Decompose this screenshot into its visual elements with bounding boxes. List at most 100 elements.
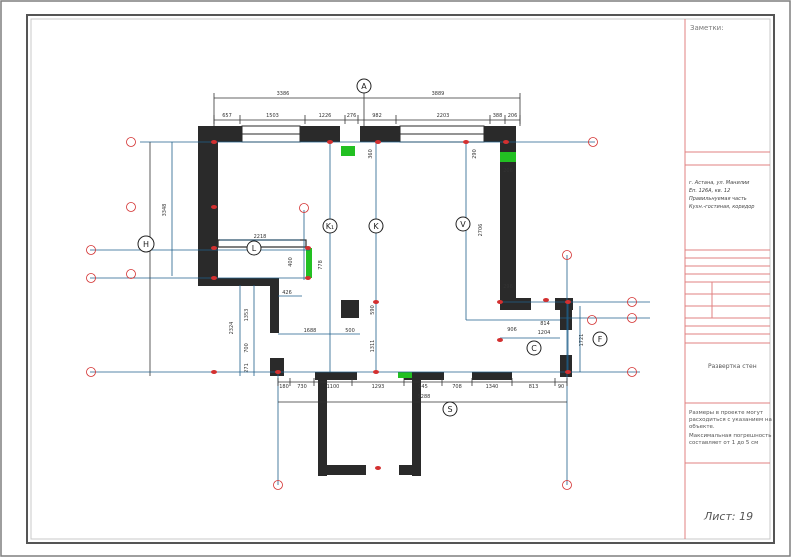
- axis-circle-c: [526, 340, 542, 356]
- node-marker: [211, 370, 217, 374]
- dim-inner-2218: 2218: [254, 234, 267, 240]
- node-marker: [305, 246, 311, 250]
- dim-v-590: 590: [370, 305, 376, 315]
- accent-marks: [306, 146, 516, 378]
- address-block: г. Астана, ул. Манилии Еп. 126А, кв. 12 …: [689, 180, 754, 210]
- remarks: Размеры в проекте могут расходиться с ук…: [689, 410, 772, 446]
- axis-label-l: L: [252, 244, 257, 253]
- node-marker: [503, 140, 509, 144]
- axis-label-f: F: [598, 335, 603, 344]
- node-marker: [275, 370, 281, 374]
- node-marker: [497, 300, 503, 304]
- axis-label-k1: K₁: [326, 222, 334, 231]
- dim-h-906: 906: [507, 327, 517, 333]
- dim-left-vertical: 3348: [162, 204, 168, 217]
- axis-marker: [126, 269, 136, 279]
- dim-h-426: 426: [282, 290, 292, 296]
- notes-label: Заметки:: [690, 24, 724, 32]
- node-marker: [565, 370, 571, 374]
- dim-top-2: 1226: [319, 113, 332, 119]
- remark-4: Максимальная погрешность: [689, 433, 772, 439]
- node-marker: [211, 205, 217, 209]
- axis-marker: [86, 245, 96, 255]
- node-marker: [211, 276, 217, 280]
- dim-v-400: 400: [288, 257, 294, 267]
- node-marker: [211, 246, 217, 250]
- axis-circle-f: [592, 331, 608, 347]
- dim-bottom-5: 708: [452, 384, 462, 390]
- remark-5: составляет от 1 до 5 см: [689, 440, 758, 446]
- axis-marker: [86, 273, 96, 283]
- node-marker: [543, 298, 549, 302]
- dim-h-1688: 1688: [304, 328, 317, 334]
- dim-top-overall-right: 3889: [432, 91, 445, 97]
- drawing-name: Развертка стен: [708, 363, 757, 370]
- dim-top-1: 1503: [266, 113, 279, 119]
- dim-v-1353: 1353: [244, 309, 250, 322]
- dim-bottom-4: 945: [418, 384, 428, 390]
- dim-v-271: 271: [244, 363, 250, 373]
- address-line-3: Правильнуемая часть: [689, 196, 747, 202]
- node-marker: [327, 140, 333, 144]
- axis-label-v: V: [460, 220, 466, 229]
- remark-2: расходиться с указанием на: [689, 417, 772, 423]
- node-marker: [497, 338, 503, 342]
- dim-top-6: 388: [493, 113, 503, 119]
- axis-marker: [273, 480, 283, 490]
- dim-top-5: 2203: [437, 113, 450, 119]
- axis-label-c: C: [531, 344, 537, 353]
- dim-bottom-3: 1293: [372, 384, 385, 390]
- axis-circle-a: [356, 78, 372, 94]
- dim-v-1721: 1721: [579, 334, 585, 347]
- dim-bottom-6: 1340: [486, 384, 499, 390]
- dim-h-814: 814: [540, 321, 550, 327]
- node-marker: [211, 140, 217, 144]
- node-marker: [305, 276, 311, 280]
- node-marker: [375, 140, 381, 144]
- dim-bottom-7: 813: [529, 384, 539, 390]
- axis-circle-k1: [322, 218, 338, 234]
- sheet-number: Лист: 19: [703, 510, 753, 523]
- dim-v-1311: 1311: [370, 340, 376, 353]
- axis-label-h: H: [143, 240, 149, 249]
- dim-h-290: 290: [472, 149, 478, 159]
- dim-h-296: 296: [503, 284, 513, 290]
- axis-marker: [587, 315, 597, 325]
- dim-h-500: 500: [345, 328, 355, 334]
- axis-marker: [126, 202, 136, 212]
- axis-marker: [627, 297, 637, 307]
- title-block: Заметки: г. Астана, ул. Манилии Еп. 126А…: [684, 19, 772, 539]
- node-marker: [373, 370, 379, 374]
- dim-bottom-2: 1100: [327, 384, 340, 390]
- remark-3: объекте.: [689, 424, 715, 430]
- dim-v-778: 778: [318, 260, 324, 270]
- axis-marker: [86, 367, 96, 377]
- dim-v-2706: 2706: [478, 224, 484, 237]
- axis-circle-k: [368, 218, 384, 234]
- dim-h-1204: 1204: [538, 330, 551, 336]
- dim-top-4: 982: [372, 113, 382, 119]
- axis-marker: [588, 137, 598, 147]
- address-line-2: Еп. 126А, кв. 12: [689, 188, 730, 194]
- node-marker: [565, 300, 571, 304]
- axis-circle-h: [137, 235, 155, 253]
- axis-label-a: A: [361, 82, 367, 91]
- dim-h-206: 206: [503, 168, 513, 174]
- address-line-1: г. Астана, ул. Манилии: [689, 180, 750, 186]
- dim-v-700: 700: [244, 343, 250, 353]
- axis-circle-v: [455, 216, 471, 232]
- axis-marker: [627, 313, 637, 323]
- node-marker: [373, 300, 379, 304]
- axis-marker: [299, 203, 309, 213]
- axis-label-s: S: [447, 405, 452, 414]
- walls: [198, 126, 573, 476]
- node-marker: [375, 466, 381, 470]
- dim-top-0: 657: [222, 113, 232, 119]
- axis-circle-s: [442, 401, 458, 417]
- dim-bottom-8: 90: [558, 384, 564, 390]
- dim-bottom-1: 730: [297, 384, 307, 390]
- axis-label-k: K: [373, 222, 379, 231]
